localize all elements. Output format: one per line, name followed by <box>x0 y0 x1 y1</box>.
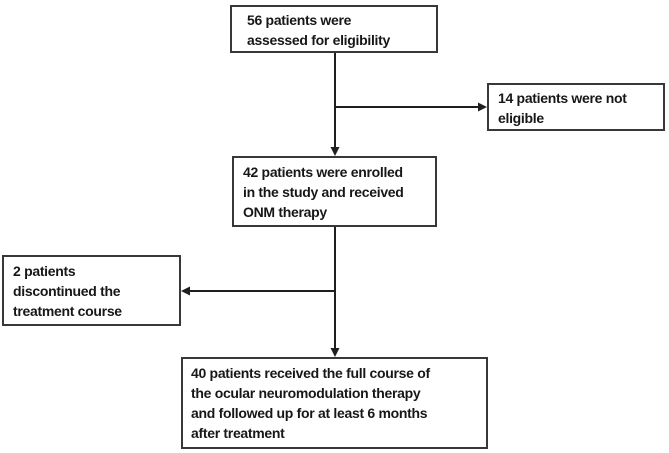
flow-node-enrolled: 42 patients were enrolled in the study a… <box>232 156 437 227</box>
connector-enrolled-to-discontinued <box>181 286 335 296</box>
flow-node-assessed: 56 patients were assessed for eligibilit… <box>230 5 438 53</box>
connector-assessed-to-enrolled <box>330 53 340 156</box>
flow-node-not-eligible: 14 patients were not eligible <box>487 83 665 131</box>
flow-node-completed: 40 patients received the full course of … <box>181 357 488 449</box>
connector-enrolled-to-completed <box>330 227 340 357</box>
arrow-left-icon <box>181 286 190 296</box>
arrow-down-icon <box>330 147 340 156</box>
arrow-right-icon <box>478 102 487 112</box>
arrow-down-icon <box>330 348 340 357</box>
flow-node-discontinued: 2 patients discontinued the treatment co… <box>2 255 181 326</box>
connector-assessed-to-not-eligible <box>335 102 487 112</box>
